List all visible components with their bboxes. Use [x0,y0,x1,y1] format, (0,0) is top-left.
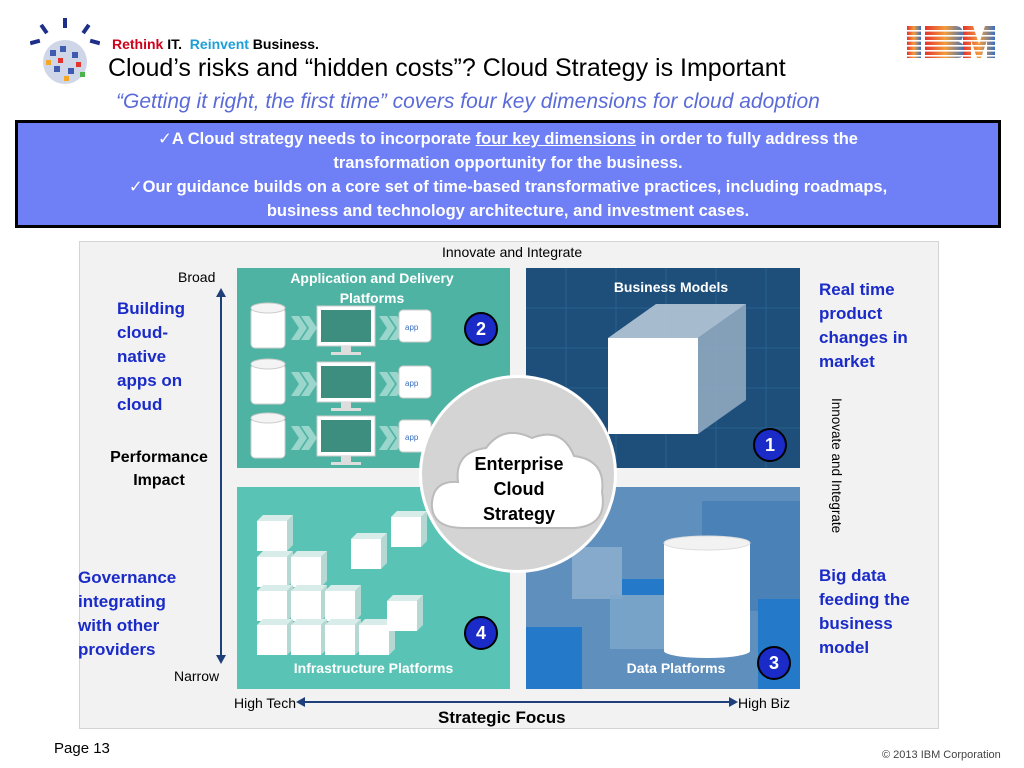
right-top-line: Real time [819,280,895,299]
left-bottom-note: Governance integrating with other provid… [78,566,176,662]
top-axis-label: Innovate and Integrate [442,244,583,260]
callout-underlined: four key dimensions [475,130,637,148]
y-axis-top-label: Broad [178,269,216,285]
right-top-line: changes in [819,328,908,347]
app-tag-2: app [405,379,419,388]
quadrant-application-delivery: app app app Application and Delivery Pla… [237,268,510,468]
key-dimensions-callout: ✓A Cloud strategy needs to incorporate f… [15,120,1001,228]
callout-line-3: ✓Our guidance builds on a core set of ti… [128,178,888,196]
badge-1: 1 [753,428,787,462]
slide-subtitle: “Getting it right, the first time” cover… [116,90,820,113]
callout-line-1-end: in order to fully address the [636,130,858,148]
badge-4: 4 [464,616,498,650]
right-vertical-label: Innovate and Integrate [828,398,844,558]
center-label-3: Strategy [482,504,556,524]
center-label-2: Cloud [493,479,545,499]
slide-title: Cloud’s risks and “hidden costs”? Cloud … [108,54,786,82]
callout-line-2: transformation opportunity for the busin… [333,154,683,172]
tagline-reinvent: Reinvent [189,36,249,52]
y-axis-title: Performance Impact [92,446,226,492]
center-label-1: Enterprise [474,454,564,474]
tagline-business: Business. [248,36,319,52]
quadrant-label-app: Application and Delivery Platforms [290,270,454,306]
quadrant-label-data: Data Platforms [626,660,726,676]
tagline-it: IT. [163,36,183,52]
callout-line-1-start: ✓A Cloud strategy needs to incorporate [158,130,476,148]
left-bottom-line: providers [78,640,156,659]
data-cylinder-illustration [526,487,800,689]
left-top-line: Building [117,299,185,318]
x-axis-right-label: High Biz [738,695,791,711]
x-axis-title: Strategic Focus [438,708,566,727]
ibm-logo [905,26,997,58]
app-pipeline-illustration: app app app [250,302,432,466]
copyright: © 2013 IBM Corporation [882,749,1001,761]
left-bottom-line: with other [78,616,160,635]
left-bottom-line: integrating [78,592,166,611]
left-bottom-line: Governance [78,568,177,587]
left-top-line: cloud [117,395,163,414]
right-bottom-line: Big data [819,566,887,585]
quadrant-label-business: Business Models [613,279,729,295]
right-bottom-note: Big data feeding the business model [819,564,910,660]
cloud-icon [430,431,604,529]
tagline-rethink: Rethink [112,36,164,52]
right-top-line: market [819,352,875,371]
right-vertical-text: Innovate and Integrate [829,398,844,534]
right-bottom-line: model [819,638,870,657]
left-top-line: native [117,347,167,366]
y-axis-title-1: Performance [110,449,208,466]
callout-line-1: ✓A Cloud strategy needs to incorporate f… [18,127,998,151]
right-top-note: Real time product changes in market [819,278,908,374]
badge-3: 3 [757,646,791,680]
left-top-line: cloud- [117,323,168,342]
right-top-line: product [819,304,883,323]
badge-2: 2 [464,312,498,346]
callout-line-4: business and technology architecture, an… [266,202,750,220]
left-top-line: apps on [117,371,183,390]
quadrant-label-infrastructure: Infrastructure Platforms [293,660,454,676]
page-number: Page 13 [54,740,110,757]
right-bottom-line: business [819,614,893,633]
rethink-it-logo [30,18,100,84]
quadrant-business-models: Business Models [526,268,800,468]
center-label: Enterprise Cloud Strategy [440,452,598,527]
left-top-note: Building cloud- native apps on cloud [117,297,185,417]
right-bottom-line: feeding the [819,590,910,609]
horizontal-axis-arrow [296,697,738,707]
app-tag-3: app [405,433,419,442]
vertical-axis-arrow [216,288,226,664]
app-tag-1: app [405,323,419,332]
y-axis-title-2: Impact [133,472,185,489]
y-axis-bottom-label: Narrow [174,668,220,684]
x-axis-left-label: High Tech [234,695,297,711]
tagline: Rethink IT. Reinvent Business. [112,36,319,52]
business-cube-illustration [526,268,800,468]
